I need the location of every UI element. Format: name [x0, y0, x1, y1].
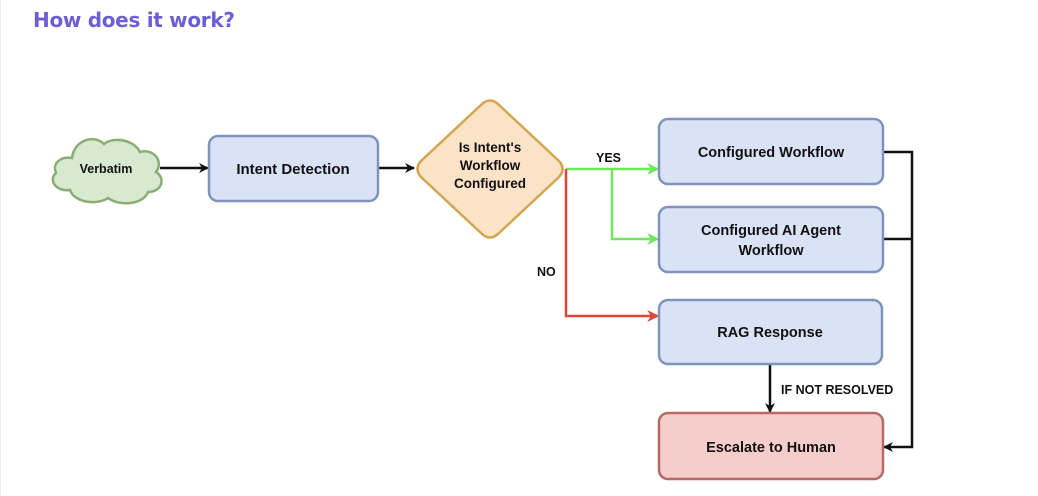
- edges: [160, 150, 914, 452]
- node-configured-workflow-label: Configured Workflow: [698, 145, 845, 161]
- node-intent-detection: Intent Detection: [207, 134, 380, 203]
- edge-configured-workflow-to-escalate: [883, 150, 914, 452]
- node-escalate: Escalate to Human: [657, 411, 885, 481]
- node-decision-label-line-3: Configured: [454, 176, 526, 191]
- node-escalate-label: Escalate to Human: [706, 440, 836, 456]
- edge-label-no: NO: [537, 265, 556, 279]
- edge-yes-to-ai-agent-workflow: [610, 169, 660, 245]
- node-verbatim-label: Verbatim: [80, 162, 133, 176]
- node-ai-agent-workflow: Configured AI Agent Workflow: [657, 205, 885, 274]
- process-box: [657, 117, 885, 186]
- edge-label-yes: YES: [596, 151, 621, 165]
- node-decision-label-line-1: Is Intent's: [459, 140, 521, 155]
- edge-no-to-rag-response: [564, 169, 660, 322]
- node-rag-response: RAG Response: [657, 298, 884, 366]
- node-intent-detection-label: Intent Detection: [236, 161, 349, 178]
- node-ai-agent-workflow-label-line-1: Configured AI Agent: [701, 223, 841, 239]
- decision-diamond: [416, 99, 564, 239]
- process-box: [657, 205, 885, 274]
- edge-label-if-not-resolved: IF NOT RESOLVED: [781, 383, 893, 397]
- node-decision: Is Intent's Workflow Configured: [416, 99, 564, 239]
- slide-frame-edge: [0, 0, 1, 496]
- process-box: [657, 298, 884, 366]
- node-decision-label-line-2: Workflow: [460, 158, 521, 173]
- process-box: [207, 134, 380, 203]
- escalate-box: [657, 411, 885, 481]
- node-ai-agent-workflow-label-line-2: Workflow: [739, 243, 805, 259]
- node-rag-response-label: RAG Response: [717, 325, 823, 341]
- page-title: How does it work?: [33, 8, 235, 32]
- cloud-shape: [51, 138, 163, 205]
- node-verbatim: Verbatim: [51, 138, 163, 205]
- node-configured-workflow: Configured Workflow: [657, 117, 885, 186]
